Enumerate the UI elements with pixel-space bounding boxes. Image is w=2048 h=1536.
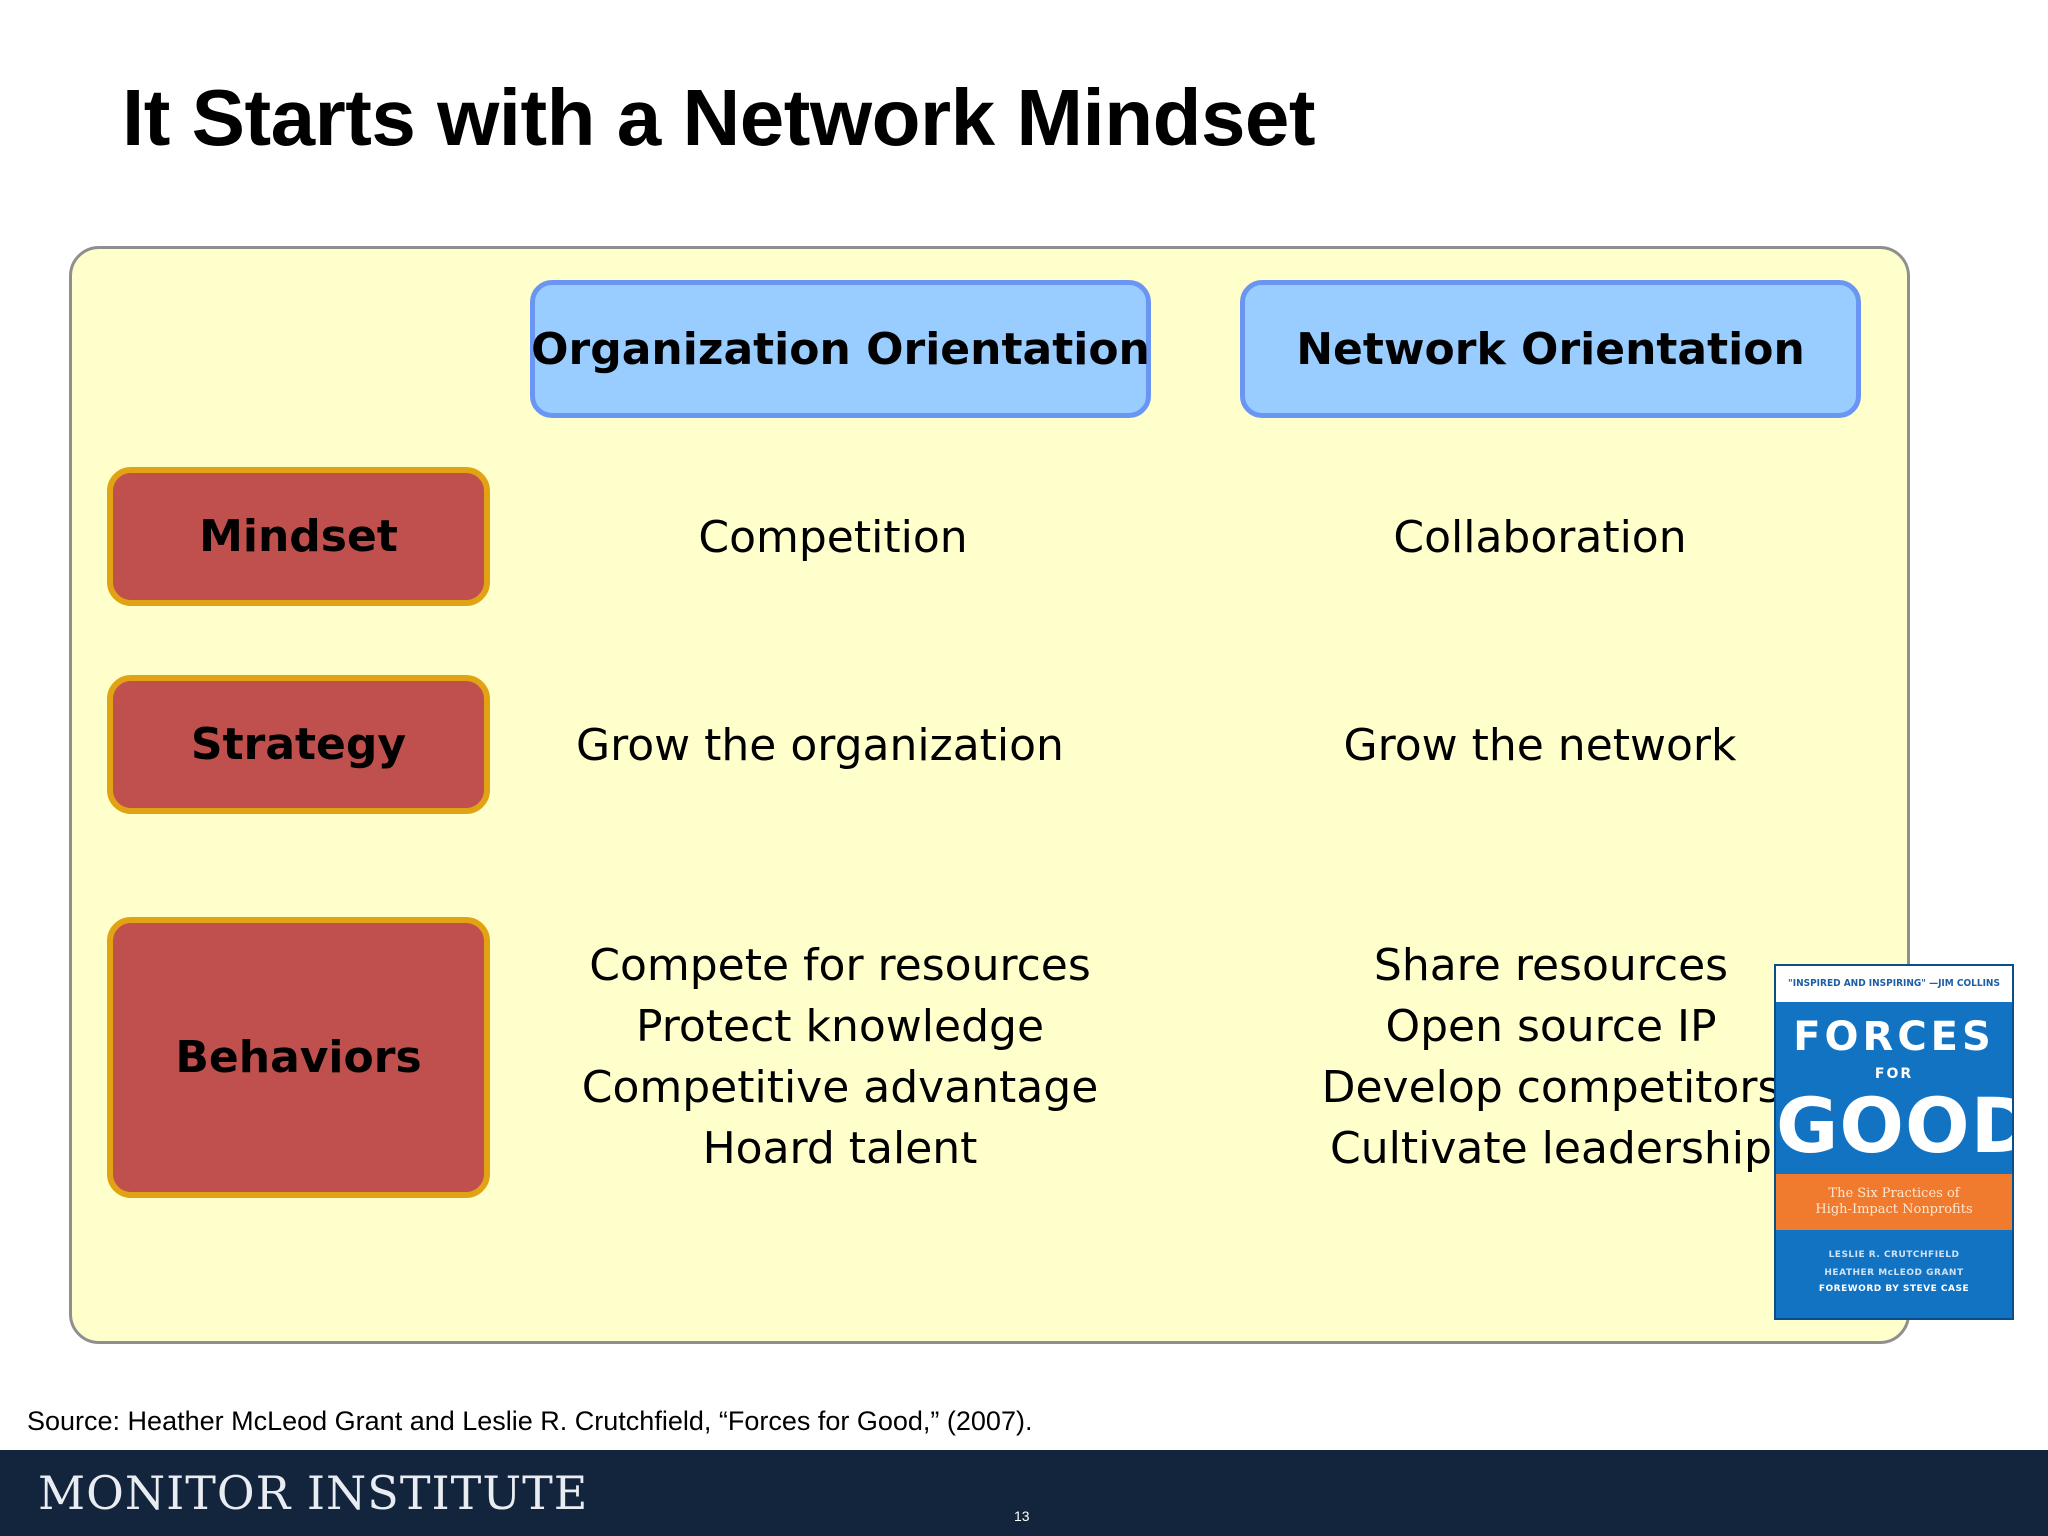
cell-strategy-network: Grow the network [1190,715,1890,776]
source-citation: Source: Heather McLeod Grant and Leslie … [27,1406,1033,1436]
book-authors: LESLIE R. CRUTCHFIELD HEATHER McLEOD GRA… [1776,1246,2012,1282]
list-item: Protect knowledge [635,1001,1045,1052]
cell-text: Grow the network [1343,720,1737,771]
book-foreword: FOREWORD BY STEVE CASE [1818,1284,1970,1294]
cell-text: Competition [698,512,968,563]
list-item: Open source IP [1385,1001,1717,1052]
book-author: LESLIE R. CRUTCHFIELD [1828,1250,1960,1260]
page-number: 13 [1014,1508,1030,1524]
cell-text: Collaboration [1393,512,1687,563]
cell-behaviors-network: Share resources Open source IP Develop c… [1201,935,1901,1179]
column-header-organization: Organization Orientation [530,280,1151,418]
cell-behaviors-organization: Compete for resources Protect knowledge … [490,935,1190,1179]
book-title-good: GOOD [1776,1081,2014,1170]
book-cover-image: "INSPIRED AND INSPIRING" —JIM COLLINS FO… [1774,964,2014,1320]
cell-strategy-organization: Grow the organization [470,715,1170,776]
list-item: Hoard talent [702,1123,978,1174]
list-item: Cultivate leadership [1330,1123,1772,1174]
book-author: HEATHER McLEOD GRANT [1824,1268,1964,1278]
book-subtitle-band: The Six Practices of High-Impact Nonprof… [1776,1174,2012,1230]
book-blurb: "INSPIRED AND INSPIRING" —JIM COLLINS [1776,966,2012,1002]
cell-mindset-network: Collaboration [1190,507,1890,568]
footer-bar: MONITOR INSTITUTE 13 [0,1450,2048,1536]
book-subtitle-line: The Six Practices of [1828,1186,1960,1201]
list-item: Compete for resources [589,940,1091,991]
list-item: Develop competitors [1321,1062,1781,1113]
book-title-forces: FORCES [1793,1014,1995,1060]
monitor-institute-logo: MONITOR INSTITUTE [38,1466,589,1520]
row-header-behaviors: Behaviors [107,917,490,1198]
cell-text: Grow the organization [576,720,1064,771]
cell-mindset-organization: Competition [483,507,1183,568]
book-title-for: FOR [1874,1066,1914,1082]
list-item: Competitive advantage [581,1062,1099,1113]
row-header-mindset: Mindset [107,467,490,606]
column-header-network: Network Orientation [1240,280,1861,418]
slide-title: It Starts with a Network Mindset [122,73,1316,162]
row-header-strategy: Strategy [107,675,490,814]
list-item: Share resources [1373,940,1729,991]
book-subtitle-line: High-Impact Nonprofits [1815,1202,1973,1217]
